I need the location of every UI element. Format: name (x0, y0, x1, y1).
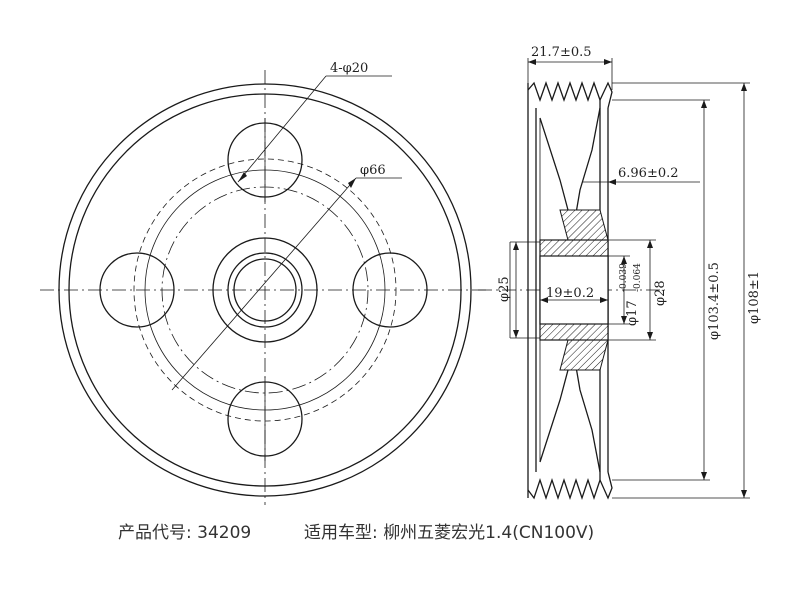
front-view: 4-φ20 φ66 (40, 61, 490, 505)
grooves-top (527, 81, 613, 109)
pcd-leader (171, 177, 357, 391)
outer-dia-dimension: φ108±1 (747, 271, 762, 324)
width-dimension: 21.7±0.5 (531, 45, 592, 60)
hole-left (99, 252, 175, 328)
bore-section (539, 255, 609, 325)
hub-outer-circle (212, 237, 318, 343)
web-bottom-right (573, 354, 601, 473)
inner-dia-dimension: φ25 (497, 276, 512, 302)
groove-depth-dimension: 6.96±0.2 (618, 166, 679, 181)
holes-dimension: 4-φ20 (330, 61, 368, 76)
model-value: 柳州五菱宏光1.4(CN100V) (383, 523, 595, 543)
pcd-dimension: φ66 (360, 163, 386, 178)
inner-rim-circle (68, 93, 462, 487)
bore-tol-upper: -0.039 (619, 263, 629, 292)
model-label: 适用车型: (304, 523, 378, 543)
bore-dimension: φ17 (625, 300, 640, 326)
holes-leader (237, 75, 327, 183)
bore-circle (233, 258, 297, 322)
caption: 产品代号: 34209 适用车型: 柳州五菱宏光1.4(CN100V) (118, 518, 594, 543)
bore-tol-lower: -0.064 (633, 263, 643, 292)
web-top-right (573, 107, 601, 226)
hub-dia-dimension: φ28 (653, 280, 668, 306)
hub-length-dimension: 19±0.2 (546, 286, 594, 301)
pulley-dia-dimension: φ103.4±0.5 (707, 262, 722, 340)
section-view: 21.7±0.5 6.96±0.2 φ25 19±0.2 φ17 -0.039 … (478, 45, 762, 501)
product-code-label: 产品代号: (118, 523, 192, 543)
hub-circle (227, 252, 303, 328)
hole-right (352, 252, 428, 328)
product-code: 34209 (197, 523, 252, 543)
outer-rim-circle (58, 83, 472, 497)
grooves-bottom (527, 471, 613, 501)
